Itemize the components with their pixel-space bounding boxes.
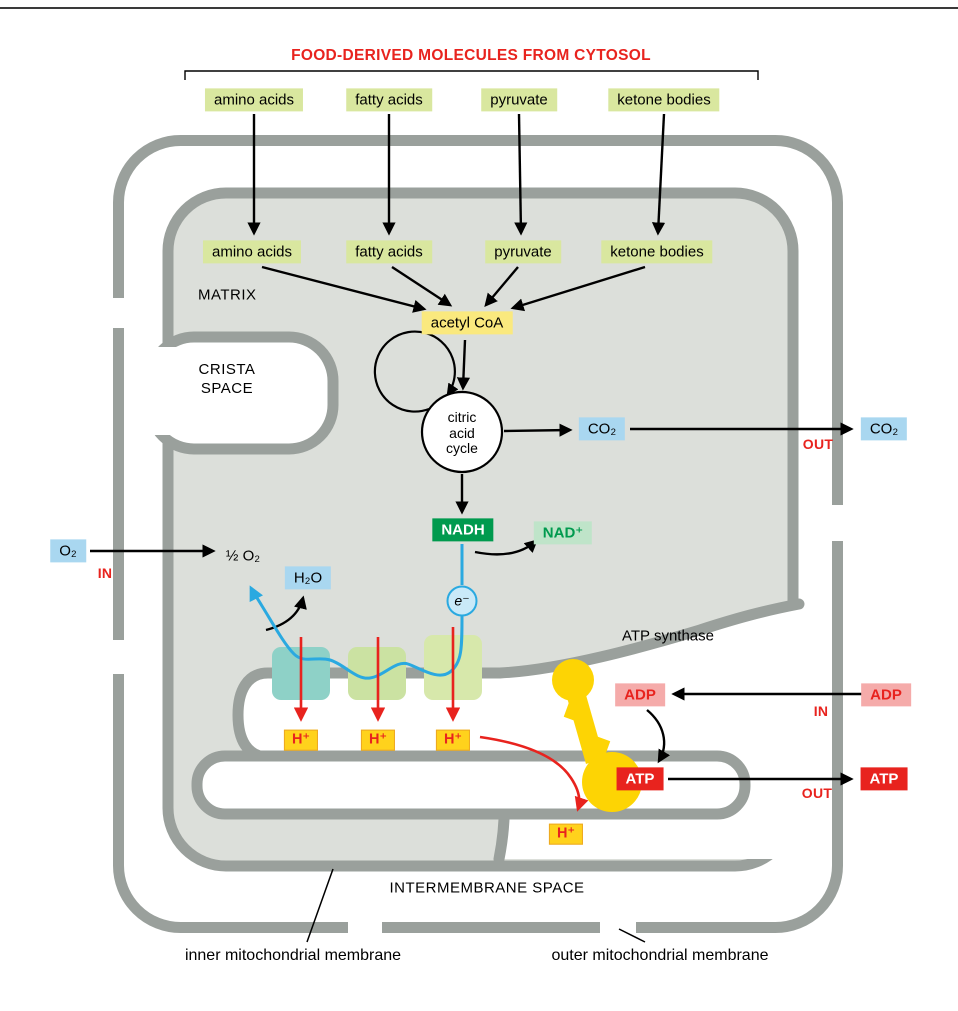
matrix-label: MATRIX: [198, 286, 257, 304]
atp-synthase-rotor-1: [563, 701, 585, 723]
arrow-ketone-bodies-in: [651, 113, 666, 236]
nadh-box: NADH: [432, 518, 494, 542]
arrow-to-h2o: [265, 595, 307, 632]
hplus-box-1: H⁺: [283, 729, 319, 751]
adp-box-outer: ADP: [861, 683, 911, 707]
atp-synthase-icon: [552, 659, 642, 812]
crista-space-line1: CRISTA: [198, 361, 256, 378]
atp-synthase-rotor-2: [589, 735, 611, 757]
diagram-title: FOOD-DERIVED MOLECULES FROM CYTOSOL: [291, 47, 651, 65]
half-o2-label: ½ O₂: [225, 547, 261, 565]
co2-out-label: OUT: [802, 435, 834, 452]
leader-outer-membrane: [618, 928, 646, 943]
outer-membrane-gaps: [108, 298, 849, 938]
citric-acid-cycle-label: citric acid cycle: [446, 408, 478, 457]
arrow-fatty-to-acetyl: [391, 265, 453, 307]
cycle-rotation-arrow: [373, 330, 459, 413]
atp-box-inner: ATP: [616, 767, 664, 791]
cycle-line1: citric: [447, 408, 477, 425]
arrow-nadh-to-nad: [474, 539, 538, 556]
intermembrane-space-label: INTERMEMBRANE SPACE: [389, 879, 585, 897]
nad-plus-box: NAD⁺: [533, 521, 593, 545]
matrix-amino-acids: amino acids: [202, 240, 302, 264]
electron-line-chain: [249, 585, 464, 680]
arrow-cycle-to-co2: [503, 423, 573, 437]
citric-acid-cycle-circle: [420, 390, 504, 474]
arrow-amino-to-acetyl: [261, 265, 427, 313]
electron-icon: e⁻: [446, 585, 478, 617]
crista-space-label: CRISTA SPACE: [199, 360, 256, 398]
atp-synthase-label: ATP synthase: [622, 627, 714, 645]
arrow-acetyl-to-cycle: [456, 339, 471, 391]
atp-box-outer: ATP: [860, 767, 908, 791]
o2-in-label: IN: [97, 564, 113, 581]
cycle-line3: cycle: [446, 439, 478, 456]
inner-membrane-label: inner mitochondrial membrane: [184, 946, 402, 964]
arrow-pyruvate-to-acetyl: [484, 266, 519, 308]
matrix-pyruvate: pyruvate: [485, 240, 561, 264]
co2-box-outer: CO₂: [860, 417, 908, 441]
matrix-ketone-bodies: ketone bodies: [601, 240, 713, 264]
h2o-box: H₂O: [284, 566, 332, 590]
hplus-box-synthase: H⁺: [548, 823, 584, 845]
cytosol-ketone-bodies: ketone bodies: [608, 88, 720, 112]
black-arrows: [90, 113, 862, 786]
co2-box-inner: CO₂: [578, 417, 626, 441]
cytosol-amino-acids: amino acids: [204, 88, 304, 112]
cytosol-pyruvate: pyruvate: [481, 88, 557, 112]
matrix-fatty-acids: fatty acids: [346, 240, 432, 264]
adp-box-inner: ADP: [615, 683, 665, 707]
acetyl-coa-box: acetyl CoA: [421, 311, 513, 335]
proton-arrows: [293, 627, 589, 812]
arrow-hplus-through-synthase: [479, 735, 589, 812]
cytosol-fatty-acids: fatty acids: [346, 88, 432, 112]
cytosol-bracket: [184, 70, 759, 80]
adp-in-label: IN: [813, 702, 829, 719]
atp-out-label: OUT: [801, 784, 833, 801]
electron-path: [249, 544, 464, 680]
o2-box: O₂: [50, 539, 86, 563]
crista-left-opening: [134, 347, 180, 435]
hplus-box-2: H⁺: [360, 729, 396, 751]
crista-space-line2: SPACE: [200, 380, 254, 397]
outer-membrane-label: outer mitochondrial membrane: [551, 946, 769, 964]
arrow-adp-to-atp: [646, 709, 671, 764]
cycle-line2: acid: [449, 424, 475, 441]
leader-inner-membrane: [306, 868, 334, 943]
arrow-ketone-to-acetyl: [510, 265, 646, 312]
arrow-pyruvate-in: [514, 113, 528, 236]
hplus-box-3: H⁺: [435, 729, 471, 751]
atp-synthase-head: [582, 752, 642, 812]
